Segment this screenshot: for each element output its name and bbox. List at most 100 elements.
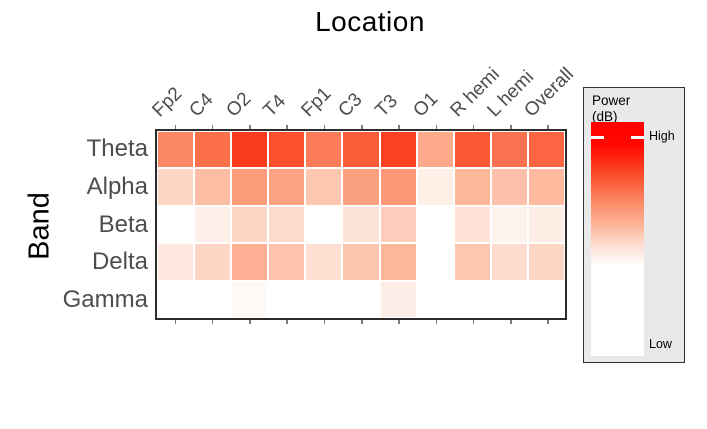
heatmap-cell-Delta-O1 bbox=[417, 244, 453, 280]
x-axis-label-Fp2: Fp2 bbox=[148, 83, 187, 122]
axis-tick bbox=[547, 125, 549, 129]
heatmap-cell-Gamma-T3 bbox=[380, 281, 416, 317]
axis-tick bbox=[547, 320, 549, 324]
x-axis-label-C4: C4 bbox=[185, 89, 218, 122]
heatmap-cell-Beta-C3 bbox=[343, 206, 379, 243]
axis-tick bbox=[472, 320, 475, 324]
axis-tick bbox=[435, 125, 438, 129]
heatmap-cell-Beta-O1 bbox=[417, 206, 453, 243]
heatmap-cell-Delta-Fp2 bbox=[158, 244, 194, 280]
x-axis-label-C3: C3 bbox=[334, 89, 367, 122]
heatmap-cell-Alpha-T4 bbox=[269, 169, 305, 205]
heatmap-cell-Theta-Overall bbox=[528, 132, 564, 168]
heatmap-cell-Delta-Fp1 bbox=[306, 244, 342, 280]
x-axis-label-T4: T4 bbox=[259, 90, 291, 122]
y-axis-label-Alpha: Alpha bbox=[86, 172, 148, 200]
heatmap-cell-Alpha-R hemi bbox=[454, 169, 490, 205]
heatmap-cell-Beta-L hemi bbox=[491, 206, 527, 243]
axis-tick bbox=[286, 125, 288, 129]
legend-high-label: High bbox=[649, 129, 675, 143]
axis-tick bbox=[435, 320, 438, 324]
chart-title: Location bbox=[315, 6, 425, 37]
heatmap-cell-Beta-T3 bbox=[380, 206, 416, 243]
heatmap-cell-Theta-C4 bbox=[195, 132, 231, 168]
axis-tick bbox=[249, 320, 251, 324]
heatmap-cell-Alpha-C4 bbox=[195, 169, 231, 205]
legend-title: Power (dB) bbox=[592, 93, 630, 125]
heatmap-cell-Theta-Fp2 bbox=[158, 132, 194, 168]
axis-tick bbox=[510, 125, 512, 129]
heatmap-cell-Gamma-O2 bbox=[232, 281, 268, 317]
heatmap-cell-Beta-Fp2 bbox=[158, 206, 194, 243]
heatmap-cell-Beta-T4 bbox=[269, 206, 305, 243]
legend-title-line1: Power bbox=[592, 93, 631, 108]
heatmap-cell-Delta-L hemi bbox=[491, 244, 527, 280]
axis-tick bbox=[323, 320, 326, 324]
legend-title-line2: (dB) bbox=[592, 109, 618, 125]
heatmap-cell-Theta-T3 bbox=[380, 132, 416, 168]
axis-tick bbox=[286, 320, 288, 324]
heatmap-cell-Delta-T4 bbox=[269, 244, 305, 280]
heatmap-cell-Gamma-Fp2 bbox=[158, 281, 194, 317]
heatmap-cell-Alpha-L hemi bbox=[491, 169, 527, 205]
heatmap-cell-Beta-C4 bbox=[195, 206, 231, 243]
heatmap-cell-Alpha-O1 bbox=[417, 169, 453, 205]
heatmap-cell-Beta-Fp1 bbox=[306, 206, 342, 243]
x-axis-label-Fp1: Fp1 bbox=[297, 83, 336, 122]
heatmap-cell-Theta-L hemi bbox=[491, 132, 527, 168]
heatmap-cell-Gamma-Overall bbox=[528, 281, 564, 317]
axis-tick bbox=[398, 125, 400, 129]
heatmap-cell-Gamma-C3 bbox=[343, 281, 379, 317]
heatmap-cell-Alpha-C3 bbox=[343, 169, 379, 205]
heatmap-cell-Alpha-O2 bbox=[232, 169, 268, 205]
heatmap-cell-Alpha-T3 bbox=[380, 169, 416, 205]
heatmap-cell-Gamma-L hemi bbox=[491, 281, 527, 317]
axis-tick bbox=[361, 320, 363, 324]
axis-tick bbox=[398, 320, 400, 324]
heatmap-cell-Beta-Overall bbox=[528, 206, 564, 243]
axis-tick bbox=[211, 320, 214, 324]
y-axis-label-Delta: Delta bbox=[91, 248, 148, 276]
heatmap-cell-Theta-O1 bbox=[417, 132, 453, 168]
heatmap-cell-Delta-T3 bbox=[380, 244, 416, 280]
axis-tick bbox=[510, 320, 512, 324]
heatmap-cell-Delta-Overall bbox=[528, 244, 564, 280]
axis-tick bbox=[174, 125, 177, 129]
axis-tick bbox=[323, 125, 326, 129]
legend-low-label: Low bbox=[649, 337, 672, 351]
heatmap-grid bbox=[157, 131, 565, 318]
axis-tick bbox=[174, 320, 177, 324]
axis-tick bbox=[211, 125, 214, 129]
axis-tick bbox=[472, 125, 475, 129]
heatmap-cell-Delta-C3 bbox=[343, 244, 379, 280]
heatmap-cell-Delta-C4 bbox=[195, 244, 231, 280]
heatmap-cell-Gamma-Fp1 bbox=[306, 281, 342, 317]
x-axis-label-T3: T3 bbox=[371, 90, 403, 122]
colorbar-gradient bbox=[591, 122, 644, 356]
y-axis-label-Gamma: Gamma bbox=[62, 286, 148, 314]
heatmap-panel bbox=[155, 129, 567, 320]
heatmap-cell-Delta-R hemi bbox=[454, 244, 490, 280]
heatmap-cell-Gamma-T4 bbox=[269, 281, 305, 317]
axis-tick bbox=[361, 125, 363, 129]
heatmap-cell-Alpha-Fp1 bbox=[306, 169, 342, 205]
heatmap-cell-Beta-R hemi bbox=[454, 206, 490, 243]
heatmap-cell-Theta-O2 bbox=[232, 132, 268, 168]
heatmap-cell-Alpha-Overall bbox=[528, 169, 564, 205]
heatmap-cell-Gamma-O1 bbox=[417, 281, 453, 317]
colorbar-high-tick-left bbox=[591, 136, 604, 139]
colorbar-legend: Power (dB) High Low bbox=[583, 87, 685, 363]
y-axis-label-Theta: Theta bbox=[86, 134, 148, 162]
heatmap-cell-Theta-C3 bbox=[343, 132, 379, 168]
heatmap-cell-Theta-R hemi bbox=[454, 132, 490, 168]
x-axis-label-O1: O1 bbox=[408, 88, 442, 122]
heatmap-cell-Alpha-Fp2 bbox=[158, 169, 194, 205]
y-axis-label-Beta: Beta bbox=[98, 210, 148, 238]
heatmap-cell-Theta-Fp1 bbox=[306, 132, 342, 168]
heatmap-cell-Delta-O2 bbox=[232, 244, 268, 280]
heatmap-cell-Beta-O2 bbox=[232, 206, 268, 243]
colorbar-high-tick-right bbox=[631, 136, 644, 139]
x-axis-label-O2: O2 bbox=[222, 88, 256, 122]
heatmap-cell-Gamma-R hemi bbox=[454, 281, 490, 317]
